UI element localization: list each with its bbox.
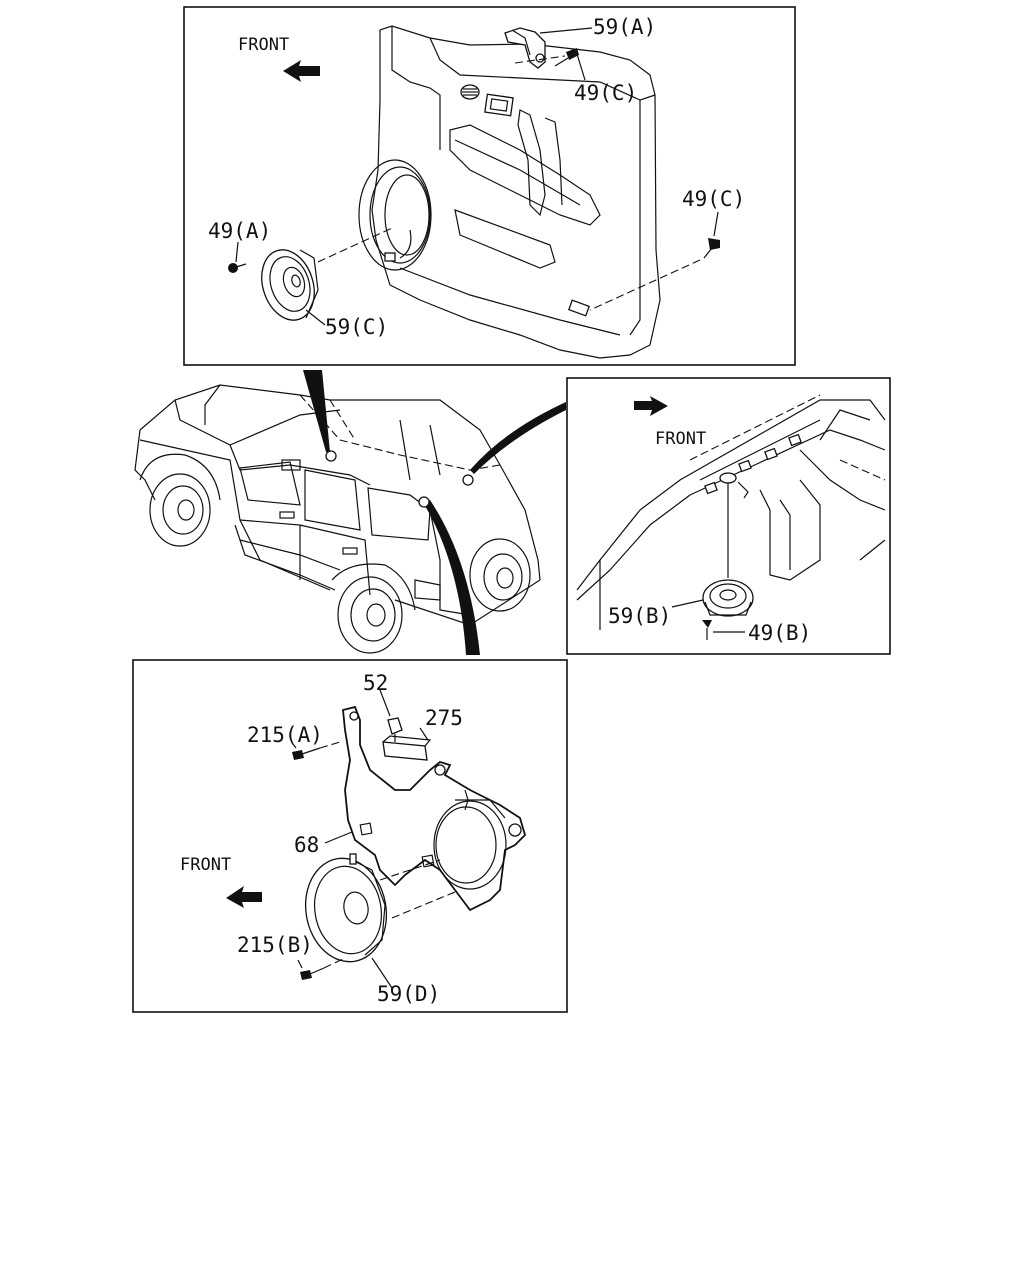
spare-tire <box>469 538 531 612</box>
callout-215a: 215(A) <box>247 723 323 747</box>
rear-quarter-front-label: FRONT <box>180 855 231 875</box>
screw-icon <box>228 263 247 273</box>
screw-icon <box>703 238 720 259</box>
callout-49a: 49(A) <box>208 219 271 243</box>
rear-roof-panel-frame <box>566 377 891 655</box>
front-door-panel-frame <box>183 6 796 366</box>
door-armrest <box>449 124 601 226</box>
front-door-panel: FRONT <box>183 6 796 366</box>
callout-49c-right: 49(C) <box>682 187 745 211</box>
screw-icon <box>554 48 579 67</box>
vehicle-illustration <box>134 370 566 655</box>
callout-59c: 59(C) <box>325 315 388 339</box>
window-switch <box>484 93 514 117</box>
rear-quarter-panel: 52 275 68 215(A) <box>132 659 568 1013</box>
front-door-front-label: FRONT <box>238 35 289 55</box>
callout-59b: 59(B) <box>608 604 671 628</box>
callout-59a: 59(A) <box>593 15 656 39</box>
door-trim-outline <box>379 25 661 359</box>
pointer-to-front-door <box>303 370 330 452</box>
callout-49b: 49(B) <box>748 621 811 645</box>
front-arrow-icon <box>634 396 668 416</box>
rear-wheel <box>331 563 416 654</box>
clip-52 <box>387 717 403 742</box>
pointer-to-quarter <box>424 500 480 655</box>
screw-icon <box>702 620 712 640</box>
callout-49c-top: 49(C) <box>574 81 637 105</box>
door-reflector <box>567 299 591 317</box>
door-speaker-opening <box>358 159 432 271</box>
speaker-icon <box>702 579 754 617</box>
pointer-to-roof <box>470 402 566 474</box>
screw-icon <box>300 967 325 980</box>
bracket-68 <box>342 705 527 912</box>
callout-52: 52 <box>363 671 388 695</box>
screw-icon <box>292 747 321 760</box>
speaker-icon <box>304 853 388 963</box>
tweeter-59a <box>504 27 546 69</box>
front-arrow-icon <box>226 886 262 908</box>
door-vent <box>460 84 480 100</box>
rear-roof-panel: FRONT 59(B) <box>566 377 891 655</box>
rear-quarter-panel-frame <box>132 659 568 1013</box>
door-pull <box>517 109 546 217</box>
front-arrow-icon <box>283 60 320 82</box>
callout-59d: 59(D) <box>377 982 440 1006</box>
rear-roof-front-label: FRONT <box>655 429 706 449</box>
callout-275: 275 <box>425 706 463 730</box>
callout-68: 68 <box>294 833 319 857</box>
callout-215b: 215(B) <box>237 933 313 957</box>
speaker-icon <box>261 249 319 321</box>
pad-275 <box>382 735 432 761</box>
front-wheel <box>139 453 221 547</box>
